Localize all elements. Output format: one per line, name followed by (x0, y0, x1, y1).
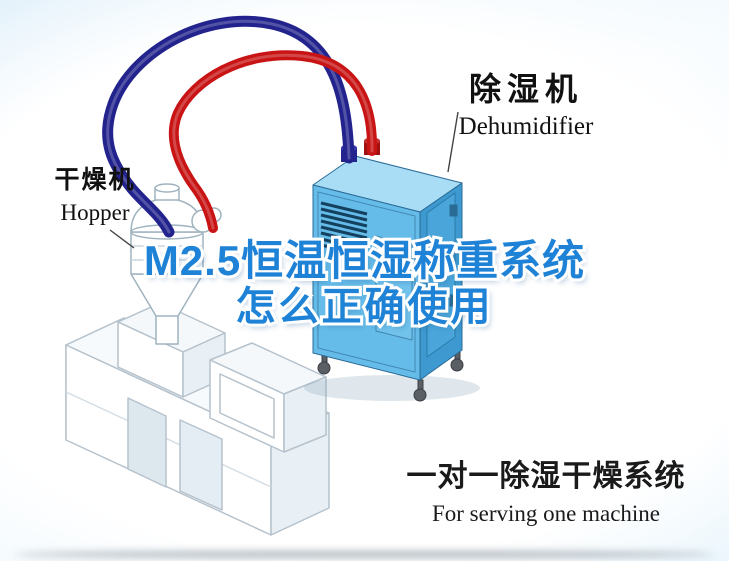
dehumidifier-side-door (426, 192, 456, 358)
headline-line-2: 怎么正确使用 怎么正确使用 (0, 282, 729, 332)
dehumidifier-wheels (317, 349, 464, 402)
caption: 一对一除湿干燥系统 For serving one machine (405, 451, 687, 527)
bottom-shadow (14, 551, 715, 558)
extruder-door-1 (127, 397, 167, 488)
extruder-machine-lineart (65, 302, 330, 536)
dehumidifier-front-panel-seam (317, 191, 416, 373)
headline-line2-outline: 怎么正确使用 (233, 282, 494, 332)
dehumidifier-label: 除湿机 Dehumidifier (438, 64, 614, 141)
dehumidifier-label-en: Dehumidifier (458, 113, 594, 140)
dehumidifier-hinge-bottom (449, 294, 458, 307)
leader-lines (109, 111, 459, 249)
caption-en: For serving one machine (431, 501, 661, 526)
extruder-door-2 (179, 419, 223, 511)
headline-line1-outline: M2.5恒温恒湿称重系统 (141, 234, 587, 287)
dehumidifier-front-door (375, 235, 413, 341)
headline-line1-text: M2.5恒温恒湿称重系统 (143, 237, 586, 284)
hopper-label-en: Hopper (60, 200, 130, 225)
dehumidifier-leader-line (447, 111, 459, 173)
caption-zh: 一对一除湿干燥系统 (406, 460, 686, 493)
red-supply-pipe-highlight (172, 53, 374, 230)
extruder-front-seam (65, 391, 272, 488)
hopper-label-zh: 干燥机 (54, 166, 136, 194)
headline-line2-text: 怎么正确使用 (235, 285, 494, 330)
hopper-top-cap-rim (154, 183, 180, 193)
dehumidifier-shadow (304, 375, 480, 401)
extruder-unit-panel (219, 373, 275, 439)
connection-pipes (102, 15, 378, 238)
hopper-label: 干燥机 Hopper (38, 160, 152, 226)
headline-line-1: M2.5恒温恒湿称重系统 M2.5恒温恒湿称重系统 (0, 234, 729, 287)
dehumidifier-label-zh: 除湿机 (468, 71, 583, 107)
headline: M2.5恒温恒湿称重系统 M2.5恒温恒湿称重系统 怎么正确使用 怎么正确使用 (0, 234, 729, 332)
dehumidifier-vents (320, 201, 368, 258)
hopper-leader-line (109, 229, 135, 249)
dehumidifier-hinge-top (449, 204, 458, 217)
red-supply-pipe (168, 50, 378, 233)
extruder-unit-right (283, 376, 327, 453)
